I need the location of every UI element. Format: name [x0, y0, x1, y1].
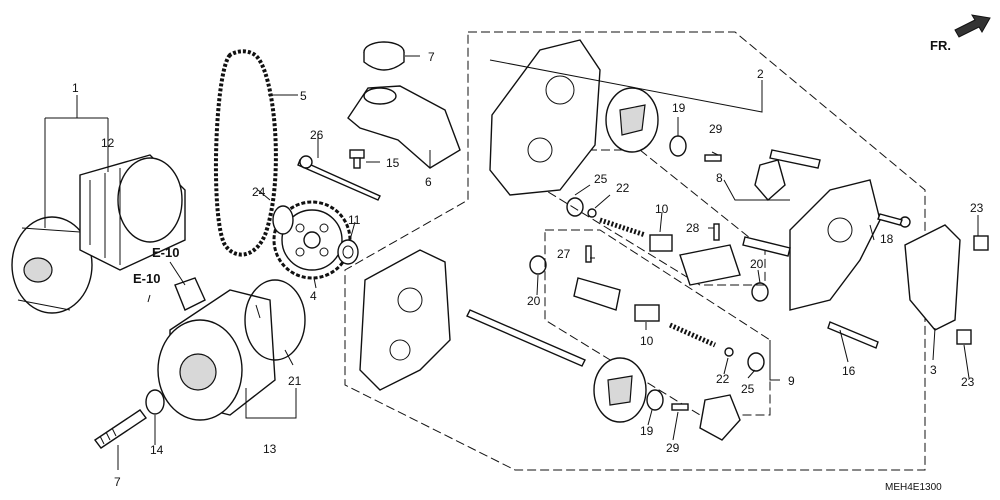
callout-10-b: 10	[640, 334, 654, 348]
callout-7-a: 7	[428, 50, 435, 64]
callout-25-b: 25	[741, 382, 755, 396]
oil-pump-body-b	[489, 39, 601, 196]
flange-bolt	[297, 159, 381, 201]
oil-seal-19-lower	[646, 389, 664, 411]
cam-chain	[213, 49, 278, 257]
callout-14: 14	[150, 443, 164, 457]
direction-label: FR.	[930, 38, 951, 53]
relief-valve-body	[679, 244, 741, 286]
callout-9: 9	[788, 374, 795, 388]
callout-13: 13	[263, 442, 277, 456]
pump-shaft	[466, 309, 586, 367]
pin-29-lower	[671, 403, 689, 411]
callout-8: 8	[716, 171, 723, 185]
bolt	[349, 149, 365, 169]
oil-pump-sprocket	[272, 200, 352, 280]
callout-6: 6	[425, 175, 432, 189]
callout-3: 3	[930, 363, 937, 377]
washer-22-lower	[724, 347, 734, 357]
ref-label-2: E-10	[133, 271, 160, 286]
front-direction-arrow: FR.	[930, 14, 991, 53]
callout-21: 21	[288, 374, 302, 388]
callout-25-a: 25	[594, 172, 608, 186]
ref-leaders	[147, 261, 186, 303]
ref-label-1: E-10	[152, 245, 179, 260]
o-ring-25-lower	[747, 352, 765, 372]
callout-11: 11	[348, 213, 361, 227]
inner-rotor-lower	[699, 394, 741, 441]
relief-valve-body-b	[573, 277, 621, 311]
callout-4: 4	[310, 289, 317, 303]
callout-23-a: 23	[970, 201, 984, 215]
callout-28: 28	[686, 221, 700, 235]
callout-10-a: 10	[655, 202, 669, 216]
dowel-23-lower	[956, 329, 972, 345]
callout-numbers: 1 2 3 4 5 6 7 7 8 9 10 10 11 12 13 14 15…	[72, 50, 984, 489]
callout-7-b: 7	[114, 475, 121, 489]
relief-valve-piston	[649, 234, 673, 252]
spring-lower	[668, 322, 717, 348]
o-ring	[244, 279, 306, 361]
callout-12: 12	[101, 136, 115, 150]
oil-seal-19-upper	[669, 135, 687, 157]
callout-18: 18	[880, 232, 894, 246]
relief-valve-piston-b	[634, 304, 660, 322]
diagram-code: MEH4E1300	[885, 482, 942, 493]
callout-22-a: 22	[616, 181, 630, 195]
oil-pump-body-a	[359, 249, 451, 391]
o-ring-25-upper	[566, 197, 584, 217]
leader-lines	[44, 55, 979, 470]
bolt-head	[299, 155, 313, 169]
collar	[337, 239, 359, 265]
washer	[272, 205, 294, 235]
sealing-washer	[145, 389, 165, 415]
pin-27	[585, 245, 592, 263]
callout-19-a: 19	[672, 101, 686, 115]
callout-22-b: 22	[716, 372, 730, 386]
oil-strainer-cover	[347, 85, 461, 169]
callout-16: 16	[842, 364, 856, 378]
bolt-18	[877, 213, 903, 226]
callout-20-b: 20	[750, 257, 764, 271]
oil-filter-cartridge	[79, 154, 186, 271]
gasket	[904, 224, 961, 331]
callout-29-b: 29	[666, 441, 680, 455]
callout-1: 1	[72, 81, 79, 95]
assembly-boundary	[344, 31, 926, 471]
outer-rotor-upper	[605, 87, 659, 153]
o-ring-20-a	[529, 255, 547, 275]
pipe-upper	[769, 149, 821, 169]
oil-pump-cover	[789, 179, 881, 311]
callout-19-b: 19	[640, 424, 654, 438]
bolt-16	[827, 321, 879, 349]
oil-strainer-seal	[363, 41, 405, 71]
callout-15: 15	[386, 156, 400, 170]
pipe-lower	[742, 236, 791, 257]
callout-20-a: 20	[527, 294, 541, 308]
oil-filter-wrench-part	[11, 216, 93, 314]
sub-assembly-boundary-lower	[544, 229, 771, 416]
callout-2: 2	[757, 67, 764, 81]
oil-cooler	[157, 277, 276, 421]
washer-22-upper	[587, 208, 597, 218]
dowel-23-upper	[973, 235, 989, 251]
pin-29-upper	[704, 154, 722, 162]
callout-24: 24	[252, 185, 266, 199]
inner-rotor-upper	[754, 159, 786, 201]
outer-rotor-lower	[593, 357, 647, 423]
oil-cooler-center-bolt	[93, 409, 148, 449]
callout-29-a: 29	[709, 122, 723, 136]
pin-28	[713, 223, 720, 241]
callout-26: 26	[310, 128, 324, 142]
callout-23-b: 23	[961, 375, 975, 389]
callout-27: 27	[557, 247, 571, 261]
o-ring-20-b	[751, 282, 769, 302]
callout-5: 5	[300, 89, 307, 103]
